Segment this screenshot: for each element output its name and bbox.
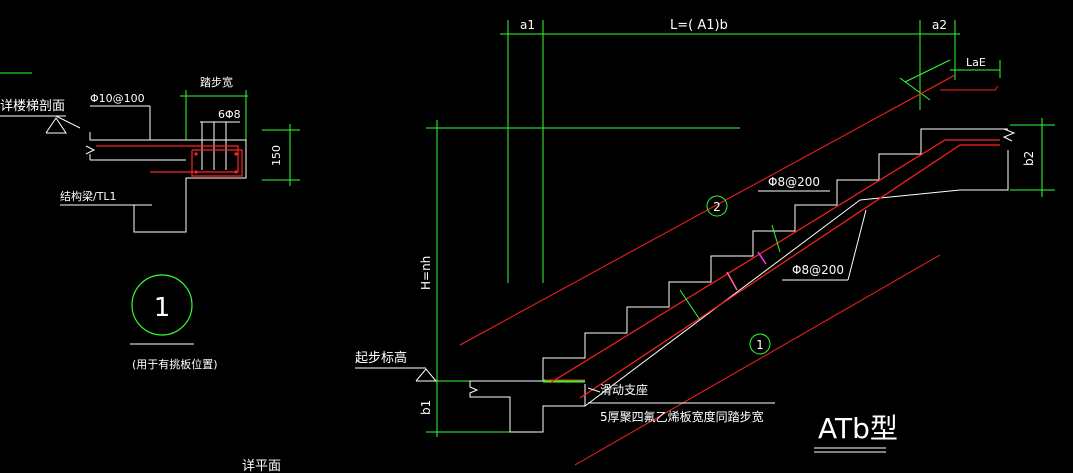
start-elevation-label: 起步标高 xyxy=(355,350,407,366)
type-label: ATb型 xyxy=(818,412,898,445)
plan-label: 详平面 xyxy=(242,459,281,473)
tread-width-label: 踏步宽 xyxy=(200,75,233,89)
rebar-circle-2-number: 2 xyxy=(713,200,721,214)
break-symbol xyxy=(85,145,96,155)
bottom-boundary-line xyxy=(574,254,941,466)
upper-landing xyxy=(859,150,1009,201)
left-detail: 详楼梯剖面 Φ10@100 踏步宽 6Φ8 1 xyxy=(0,72,300,473)
dim-a2: a2 xyxy=(932,18,947,32)
rebar-dot xyxy=(234,170,238,174)
leader-line xyxy=(55,115,81,129)
extension-line xyxy=(904,59,951,83)
height-dim: 150 xyxy=(270,145,283,166)
detail-circle xyxy=(131,274,193,336)
rebar-circle-1 xyxy=(749,333,771,355)
stirrup xyxy=(191,149,243,177)
bottom-rebar-label: Φ8@200 xyxy=(792,263,844,277)
section-label: 详楼梯剖面 xyxy=(0,99,65,114)
support-label: 滑动支座 xyxy=(600,382,648,397)
rebar-circle-1-number: 1 xyxy=(756,338,764,352)
pad-label: 5厚聚四氟乙烯板宽度同踏步宽 xyxy=(600,409,764,424)
top-rebar-label: Φ8@200 xyxy=(768,175,820,189)
distribution-bar-marker xyxy=(726,271,738,291)
main-detail: a1 L=( A1)b a2 LaE b2 H=nh b1 起步标高 xyxy=(355,18,1055,466)
rebar-dot xyxy=(194,170,198,174)
rebar-dot xyxy=(194,152,198,156)
section-cut xyxy=(679,289,701,321)
dim-lae: LaE xyxy=(966,56,986,69)
detail-circle-number: 1 xyxy=(154,293,171,323)
leader-line xyxy=(847,209,867,281)
concrete-outline xyxy=(89,132,247,233)
bars-label: 6Φ8 xyxy=(218,108,241,121)
rebar-dot xyxy=(234,152,238,156)
elevation-triangle xyxy=(45,117,67,134)
upper-rebar xyxy=(549,139,1000,384)
detail-note: (用于有挑板位置) xyxy=(132,357,218,371)
dim-a1: a1 xyxy=(520,18,535,32)
break-symbol xyxy=(1002,128,1016,142)
dim-b1: b1 xyxy=(419,400,433,415)
dim-b2: b2 xyxy=(1022,151,1036,166)
section-cut xyxy=(771,224,781,253)
beam-label: 结构梁/TL1 xyxy=(60,189,117,203)
dim-length: L=( A1)b xyxy=(670,18,728,33)
leader-line xyxy=(587,387,601,393)
rebar-label: Φ10@100 xyxy=(90,92,145,105)
elevation-triangle xyxy=(415,368,438,382)
stair-steps xyxy=(470,128,1008,382)
distribution-bar-marker xyxy=(757,251,767,265)
lower-rebar xyxy=(579,144,1000,399)
rebar-circle-2 xyxy=(706,195,728,217)
rebar xyxy=(96,145,239,173)
top-anchor-rebar xyxy=(940,85,999,91)
lower-support xyxy=(469,381,586,433)
dim-height: H=nh xyxy=(419,256,433,290)
